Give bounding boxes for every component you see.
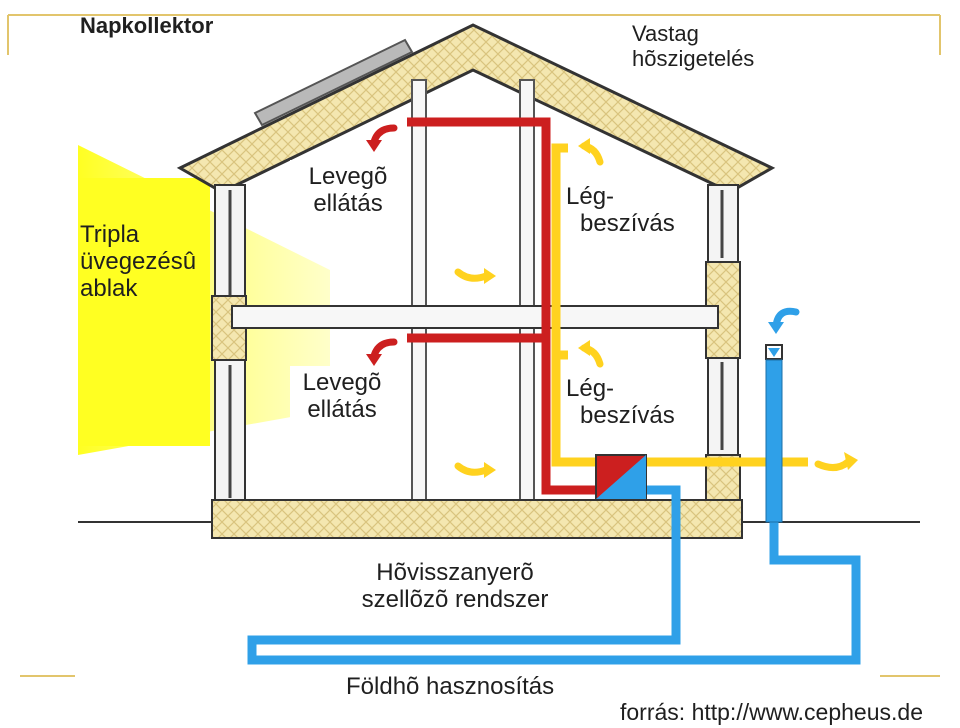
exhaust-lower-label-line2: beszívás [580, 401, 675, 429]
exhaust-arrow-icon [454, 138, 858, 478]
supply-lower-label-line1: Levegõ [302, 369, 382, 396]
window-label-line2: üvegezésû [80, 247, 197, 275]
exhaust-upper-label-line2: beszívás [580, 209, 675, 237]
insulation-label: Vastag hõszigetelés [632, 21, 755, 71]
sun-wall [78, 178, 210, 446]
insulation-label-line1: Vastag [632, 21, 699, 46]
heat-exchanger-icon [595, 454, 647, 500]
supply-duct [407, 117, 608, 495]
supply-upper-label-line1: Levegõ [308, 163, 388, 190]
supply-arrow-icon [366, 124, 398, 366]
solar-collector-label: Napkollektor [80, 13, 214, 38]
insulation-label-line2: hõszigetelés [632, 45, 755, 71]
exhaust-lower-label-line1: Lég- [566, 375, 615, 402]
hrv-label-line1: Hõvisszanyerõ [376, 559, 534, 586]
supply-upper-label-line2: ellátás [313, 189, 383, 217]
exhaust-duct [551, 143, 808, 467]
ground-duct [247, 345, 861, 665]
middle-floor [231, 305, 719, 329]
supply-upper-label: Levegõ ellátás [292, 163, 404, 218]
solar-panel-icon [253, 38, 414, 127]
exhaust-upper-label-line1: Lég- [566, 183, 615, 210]
interior-walls [411, 79, 535, 501]
label-backgrounds [290, 18, 798, 448]
ground-heat-label: Földhõ hasznosítás [346, 673, 555, 700]
hrv-label-line2: szellõzõ rendszer [361, 585, 549, 613]
hrv-label: Hõvisszanyerõ szellõzõ rendszer [310, 559, 600, 614]
supply-lower-label-line2: ellátás [307, 395, 377, 423]
window-label-line3: ablak [80, 274, 138, 302]
window-label: Tripla üvegezésû ablak [80, 221, 197, 303]
fresh-air-arrow-icon [768, 307, 800, 334]
slide-frame [7, 14, 941, 677]
supply-lower-label: Levegõ ellátás [286, 369, 398, 424]
exhaust-upper-label: Lég- beszívás [566, 183, 675, 238]
window-label-line1: Tripla [80, 221, 140, 248]
foundation-insulation [211, 499, 743, 539]
source-label: forrás: http://www.cepheus.de [620, 699, 923, 725]
exhaust-lower-label: Lég- beszívás [566, 375, 675, 430]
left-wall-insulation [211, 295, 247, 361]
window-frames [228, 190, 724, 498]
